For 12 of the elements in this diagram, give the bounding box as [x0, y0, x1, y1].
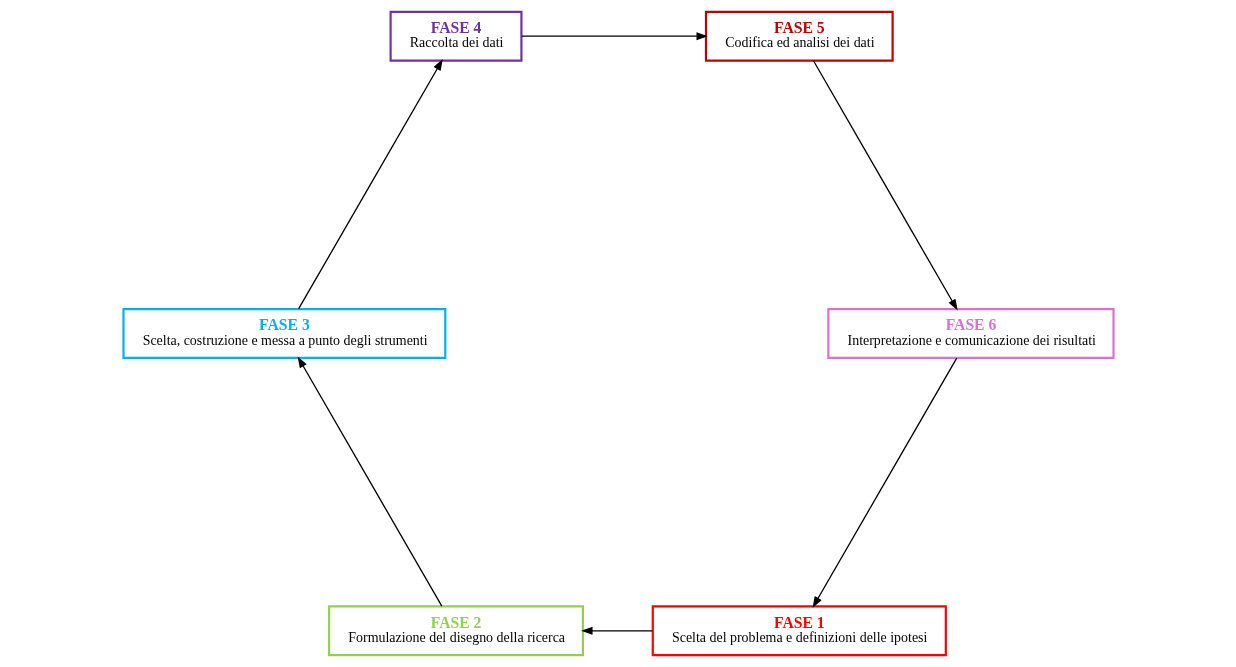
node-box: FASE 5 Codifica ed analisi dei dati: [704, 10, 894, 62]
arrow: [297, 59, 443, 310]
arrow: [520, 32, 708, 41]
node-box: FASE 2 Formulazione del disegno della ricerca: [327, 605, 584, 657]
arrow: [297, 356, 442, 607]
node-box: FASE 4 Raccolta dei dati: [389, 10, 522, 62]
arrow: [812, 60, 958, 311]
arrow: [580, 626, 653, 635]
node-box: FASE 3 Scelta, costruzione e messa a punto degli strumenti: [121, 308, 446, 359]
node-box: FASE 1 Scelta del problema e definizioni delle ipotesi: [651, 605, 947, 657]
node-box: FASE 6 Interpretazione e comunicazione dei risultati: [826, 308, 1115, 359]
arrow: [812, 357, 957, 608]
